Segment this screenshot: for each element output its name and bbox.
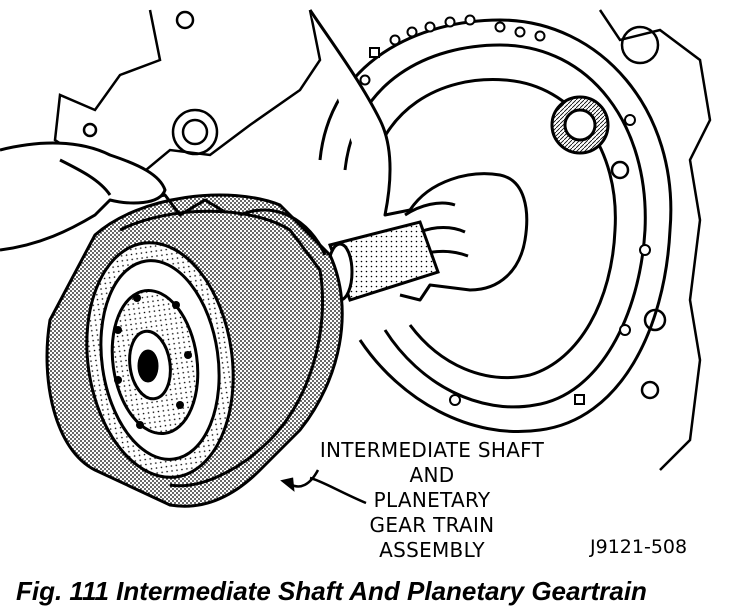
- figure-caption: Fig. 111 Intermediate Shaft And Planetar…: [16, 576, 647, 606]
- callout-line-1: INTERMEDIATE SHAFT: [319, 438, 545, 462]
- front-hand: [0, 141, 167, 252]
- output-bore: [550, 95, 610, 155]
- housing-flange: [318, 18, 673, 433]
- gear-train-face: [85, 241, 235, 479]
- carrier-holes: [114, 294, 192, 429]
- figure-code: J9121-508: [590, 536, 688, 558]
- callout-line-2: AND: [409, 463, 455, 487]
- technical-illustration: [0, 9, 712, 508]
- leader-arrow: [280, 469, 367, 505]
- callout-line-5: ASSEMBLY: [379, 538, 485, 562]
- callout-line-3: PLANETARY: [373, 488, 491, 512]
- rear-hand: [308, 9, 529, 302]
- callout-line-4: GEAR TRAIN: [369, 513, 495, 537]
- intermediate-shaft: [326, 220, 440, 302]
